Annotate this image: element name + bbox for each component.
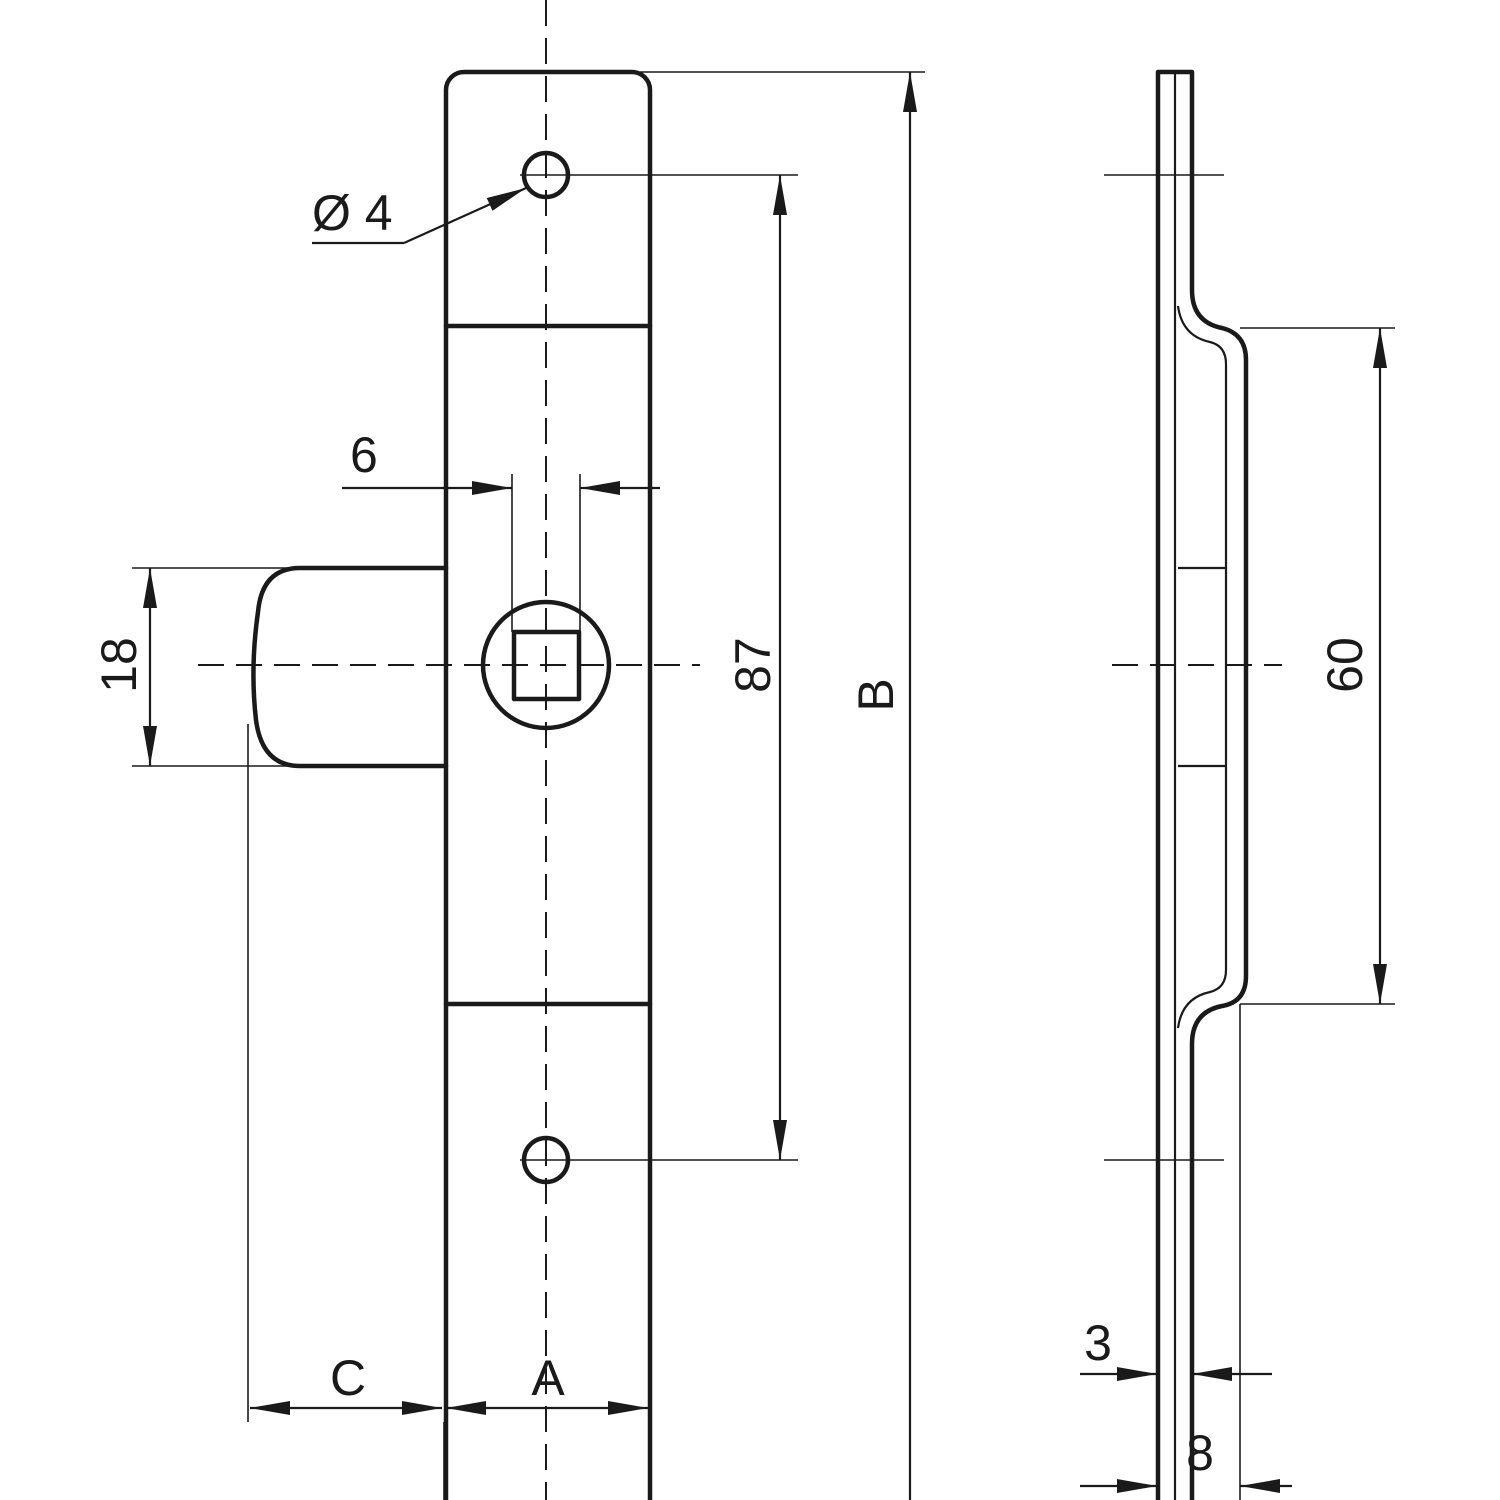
square-size-label: 6 xyxy=(350,427,378,483)
recess-length-label: 60 xyxy=(1317,637,1373,693)
latch-projection-label: C xyxy=(330,1350,366,1406)
hole-spacing-label: 87 xyxy=(725,637,781,693)
side-profile-outline xyxy=(1155,69,1249,1500)
side-view: 60 3 8 xyxy=(1080,69,1395,1500)
side-inner-recess xyxy=(1176,305,1228,1029)
overall-depth-label: 8 xyxy=(1186,1425,1214,1481)
plate-thickness-label: 3 xyxy=(1084,1315,1112,1371)
plate-width-label: A xyxy=(531,1350,565,1406)
hole-leader-arrow xyxy=(403,186,527,245)
front-view: Ø 4 6 18 87 B C A xyxy=(91,0,925,1500)
plate-length-label: B xyxy=(848,678,904,711)
face-plate xyxy=(443,69,653,1500)
latch-bolt xyxy=(251,565,449,769)
latch-height-label: 18 xyxy=(91,637,147,693)
hole-diameter-label: Ø 4 xyxy=(312,185,393,241)
